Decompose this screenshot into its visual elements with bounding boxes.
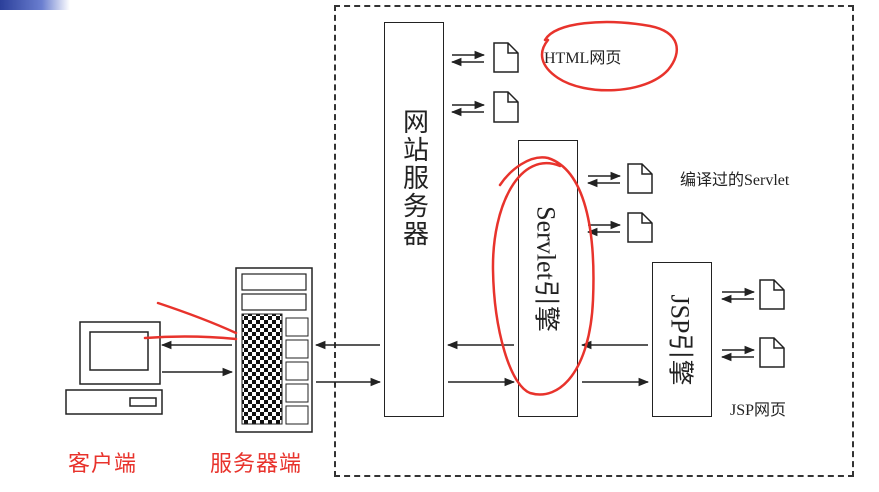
servlet-engine-box: Servlet引擎	[518, 140, 578, 417]
client-computer-icon	[65, 321, 163, 415]
document-icons	[493, 42, 785, 368]
red-annotations	[143, 20, 678, 396]
html-document-icon	[493, 42, 519, 73]
title-corner-accent	[0, 0, 70, 10]
servlet-document-icon	[627, 212, 653, 243]
html-page-label: HTML网页	[544, 50, 622, 67]
jsp-document-icon	[759, 337, 785, 368]
server-tower-icon	[235, 267, 313, 433]
server-side-boundary	[334, 5, 854, 477]
html-document-icon	[493, 91, 519, 123]
servlet-engine-circle	[491, 156, 595, 396]
compiled-servlet-label: 编译过的Servlet	[680, 172, 790, 189]
client-label: 客户端	[68, 452, 138, 477]
client-arrow-stroke-1	[156, 301, 238, 335]
website-server-label: 网站服务器	[398, 108, 429, 248]
jsp-engine-box: JSP引擎	[652, 262, 712, 417]
jsp-document-icon	[759, 279, 785, 310]
client-arrow-stroke-2	[143, 335, 238, 341]
servlet-document-icon	[627, 163, 653, 194]
website-server-box: 网站服务器	[384, 22, 444, 417]
server-side-label: 服务器端	[210, 452, 303, 477]
flow-arrows	[160, 340, 650, 387]
html-page-circle	[540, 20, 678, 92]
jsp-page-label: JSP网页	[730, 402, 787, 419]
document-exchange-arrows	[450, 50, 756, 362]
